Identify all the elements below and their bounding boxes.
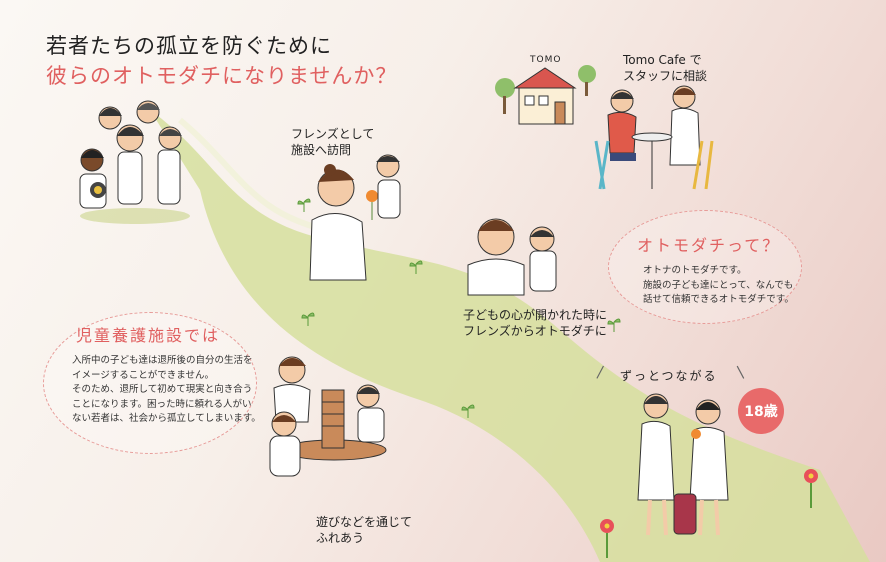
- tomo-house-illustration: [495, 65, 596, 125]
- cafe-conversation-illustration: [594, 85, 714, 190]
- tomo-sign: TOMO: [530, 55, 562, 65]
- headline-line2: 彼らのオトモダチになりませんか？: [46, 64, 398, 88]
- sprout-icon: [297, 198, 311, 212]
- graduation-illustration: [637, 393, 729, 536]
- otomodachi-text: オトナのトモダチです。 施設の子ども達にとって、なんでも 話せて信頼できるオトモ…: [643, 265, 794, 305]
- always-connected-label: ずっとつながる: [620, 369, 718, 383]
- flower-icon: [804, 469, 818, 508]
- sprout-icon: [461, 404, 475, 418]
- flower-icon: [600, 519, 614, 558]
- whisper-illustration: [467, 218, 557, 296]
- friends-visit-illustration: [309, 154, 401, 281]
- play-jenga-illustration: [269, 356, 387, 477]
- facility-title: 児童養護施設では: [76, 326, 221, 345]
- facility-bubble: [43, 312, 257, 454]
- sprout-icon: [301, 312, 315, 326]
- sprout-icon: [409, 260, 423, 274]
- sprout-icon: [607, 318, 621, 332]
- otomodachi-title: オトモダチって？: [637, 236, 781, 255]
- headline-line1: 若者たちの孤立を防ぐために: [46, 34, 332, 58]
- heart-open-label: 子どもの心が開かれた時に フレンズからオトモダチに: [463, 308, 608, 338]
- children-group-illustration: [79, 100, 190, 224]
- tomo-cafe-label: Tomo Cafe で スタッフに相談: [623, 53, 708, 83]
- friends-visit-label: フレンズとして 施設へ訪問: [291, 127, 375, 157]
- age-badge: 18歳: [738, 388, 784, 434]
- otomodachi-bubble: [608, 210, 802, 324]
- play-label: 遊びなどを通じて ふれあう: [316, 515, 413, 545]
- facility-text: 入所中の子ども達は退所後の自分の生活を イメージすることができません。 そのため…: [72, 355, 261, 424]
